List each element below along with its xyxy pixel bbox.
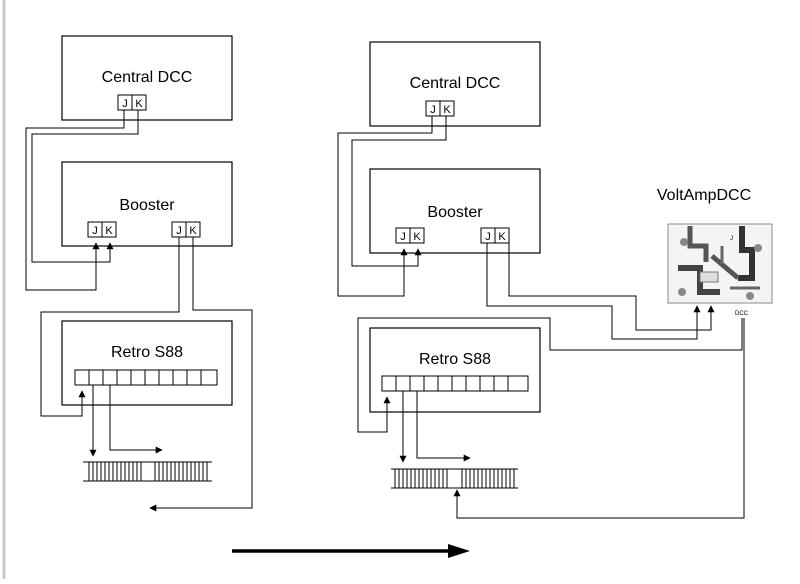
left-retro-s88-box: Retro S88 (61, 320, 233, 406)
left-booster-in-k-label: K (105, 225, 113, 237)
left-booster-title: Booster (119, 197, 175, 214)
left-booster-in-j-label: J (92, 225, 98, 237)
left-booster-out-j-label: J (176, 225, 182, 237)
right-wires (337, 116, 745, 519)
left-s88-input-strip (74, 369, 218, 386)
right-retro-s88-title: Retro S88 (419, 351, 491, 368)
right-booster-out-terminal-k (494, 227, 510, 244)
left-diagram: Central DCC J K Booster J K J K Retro S8… (25, 35, 253, 512)
voltampdcc-title: VoltAmpDCC (657, 187, 751, 204)
right-retro-s88-box: Retro S88 (369, 327, 541, 413)
voltampdcc-dcc-label: DCC (735, 311, 749, 317)
left-central-dcc-title: Central DCC (102, 69, 193, 86)
right-central-terminal-j-label: J (430, 104, 436, 116)
right-booster-out-j-label: J (485, 231, 491, 243)
right-booster-out-k-label: K (498, 231, 506, 243)
transition-arrow (232, 544, 470, 558)
voltampdcc-pcb-label: J (730, 236, 733, 242)
left-central-terminal-k-label: K (135, 98, 143, 110)
voltampdcc-module: VoltAmpDCC J DCC (657, 187, 773, 317)
left-central-terminal-j-label: J (122, 98, 128, 110)
left-booster-in-terminal-k (101, 221, 117, 238)
right-booster-in-k-label: K (413, 231, 421, 243)
voltampdcc-pcb-image: J DCC (667, 223, 773, 317)
left-retro-s88-title: Retro S88 (111, 344, 183, 361)
left-wires (25, 110, 253, 512)
right-booster-in-j-label: J (400, 231, 406, 243)
right-central-terminal-k (439, 100, 455, 117)
left-central-dcc-box: Central DCC J K (61, 35, 233, 121)
right-booster-in-terminal-k (409, 227, 425, 244)
right-diagram: Central DCC J K Booster J K J K Retro S8… (337, 41, 773, 519)
right-central-terminal-k-label: K (443, 104, 451, 116)
right-central-dcc-box: Central DCC J K (369, 41, 541, 127)
right-s88-input-strip (381, 375, 529, 392)
left-track (83, 461, 212, 482)
right-booster-title: Booster (427, 204, 483, 221)
right-booster-box: Booster J K J K (369, 168, 541, 254)
right-track (391, 468, 518, 489)
left-central-terminal-k (131, 94, 147, 111)
right-central-dcc-title: Central DCC (410, 75, 501, 92)
left-booster-out-k-label: K (189, 225, 197, 237)
left-booster-box: Booster J K J K (61, 161, 233, 247)
